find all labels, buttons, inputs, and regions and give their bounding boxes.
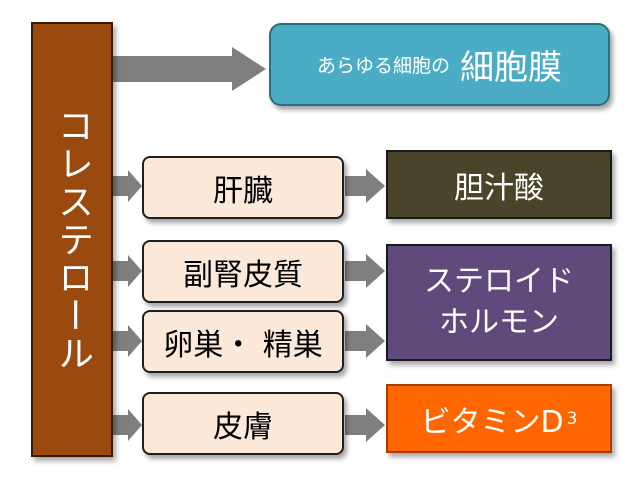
steroid-hormone-line1: ステロイド <box>424 264 574 299</box>
arrow-to-skin <box>113 409 142 441</box>
steroid-hormone-box: ステロイド ホルモン <box>386 244 612 361</box>
cell-membrane-box: あらゆる細胞の 細胞膜 <box>269 23 610 106</box>
arrow-gonads-to-steroid <box>345 324 385 358</box>
vitamin-d3-label: ビタミンD <box>420 404 564 440</box>
arrow-liver-to-bile <box>345 169 385 203</box>
organ-adrenal-box: 副腎皮質 <box>142 240 344 303</box>
cell-membrane-prefix: あらゆる細胞の <box>316 55 450 77</box>
arrow-adrenal-to-steroid <box>345 254 385 288</box>
cholesterol-label: コレステロール <box>52 106 93 373</box>
cell-membrane-label: 細胞膜 <box>460 48 562 88</box>
organ-skin-box: 皮膚 <box>142 392 344 455</box>
organ-liver-label: 肝臓 <box>213 173 273 209</box>
organ-liver-box: 肝臓 <box>142 156 344 219</box>
cholesterol-box: コレステロール <box>31 22 113 457</box>
organ-gonads-label: 卵巣・ 精巣 <box>163 327 323 363</box>
arrow-skin-to-vitd <box>345 408 385 442</box>
organ-gonads-box: 卵巣・ 精巣 <box>142 310 344 373</box>
organ-adrenal-label: 副腎皮質 <box>183 257 303 293</box>
steroid-hormone-line2: ホルモン <box>439 304 559 340</box>
bile-acid-label: 胆汁酸 <box>454 170 544 206</box>
arrow-to-adrenal <box>113 255 142 287</box>
arrow-to-gonads <box>113 325 142 357</box>
organ-skin-label: 皮膚 <box>213 409 273 445</box>
arrow-to-membrane <box>113 47 266 91</box>
bile-acid-box: 胆汁酸 <box>386 150 612 219</box>
vitamin-d3-subscript: 3 <box>566 408 578 429</box>
arrow-to-liver <box>113 170 142 202</box>
